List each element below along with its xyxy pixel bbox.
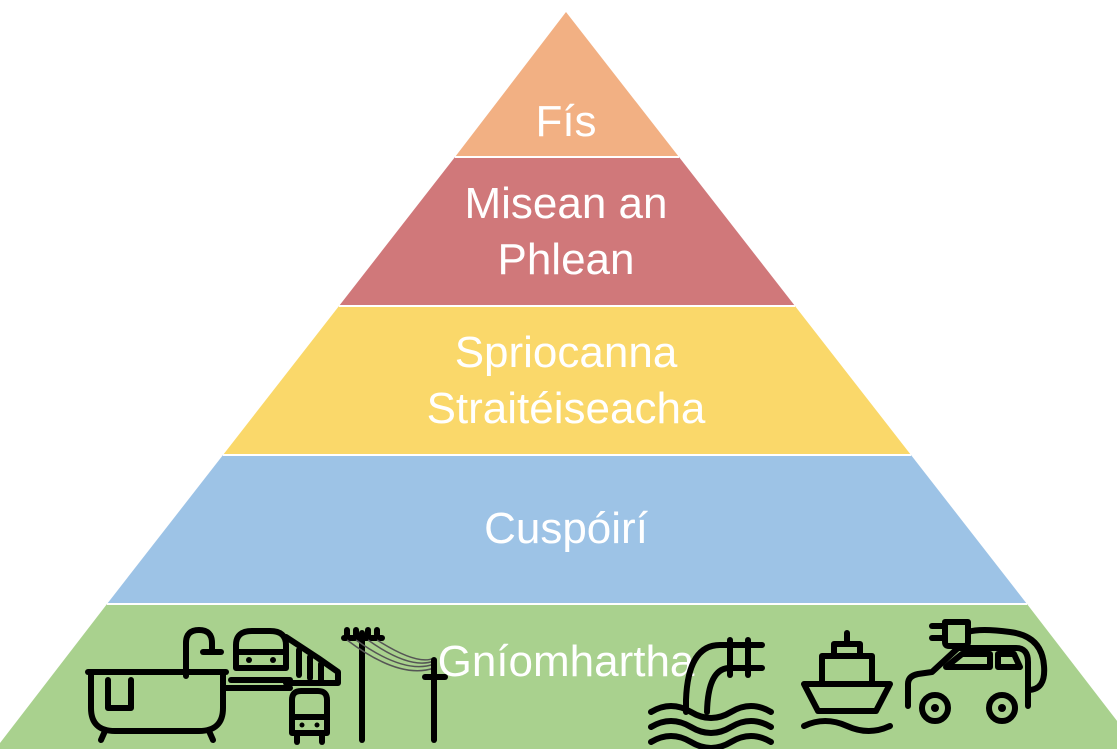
tier-actions-label: Gníomhartha	[438, 637, 695, 686]
tier-separators	[107, 156, 1027, 605]
tier-vision-label: Fís	[535, 97, 596, 146]
tier-mission-label-line-1: Misean an	[464, 179, 667, 228]
tier-objectives: Cuspóirí	[107, 455, 1027, 604]
electric-car-icon	[905, 619, 1048, 724]
bathtub-icon	[85, 627, 229, 743]
train-icon	[223, 628, 341, 691]
tier-objectives-label: Cuspóirí	[484, 504, 649, 553]
tier-vision: Fís	[455, 12, 679, 157]
tier-objectives-shape	[107, 455, 1027, 604]
ship-icon	[801, 630, 893, 734]
tier-strategic-goals: Spriocanna Straitéiseacha	[223, 306, 911, 455]
tier-strategic-goals-label-line-2: Straitéiseacha	[427, 384, 706, 433]
tier-mission: Misean an Phlean	[339, 157, 795, 306]
power-pole-small-icon	[422, 657, 448, 743]
tier-mission-label-line-2: Phlean	[497, 235, 634, 284]
outflow-pipe-icon	[648, 637, 774, 749]
bus-icon	[289, 688, 330, 745]
tier-vision-shape	[455, 12, 679, 157]
tier-strategic-goals-shape	[223, 306, 911, 455]
power-lines	[346, 639, 435, 672]
tier-strategic-goals-label-line-1: Spriocanna	[455, 328, 678, 377]
tier-mission-shape	[339, 157, 795, 306]
